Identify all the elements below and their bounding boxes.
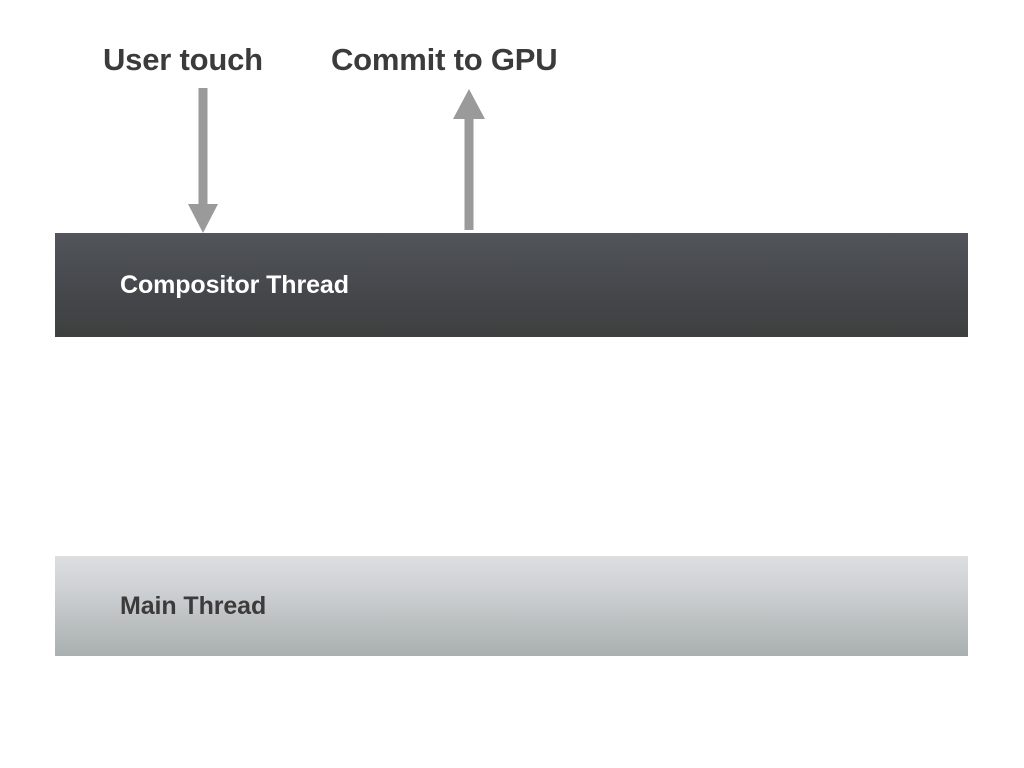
lane-compositor-thread: Compositor Thread — [55, 233, 968, 337]
lane-label-compositor-thread: Compositor Thread — [120, 270, 349, 299]
annotation-label-commit-to-gpu: Commit to GPU — [331, 42, 558, 77]
annotation-label-user-touch: User touch — [103, 42, 263, 77]
arrow-up-icon — [453, 89, 485, 230]
lane-label-main-thread: Main Thread — [120, 591, 267, 620]
lane-main-thread: Main Thread — [55, 556, 968, 656]
arrow-down-icon — [188, 88, 218, 233]
